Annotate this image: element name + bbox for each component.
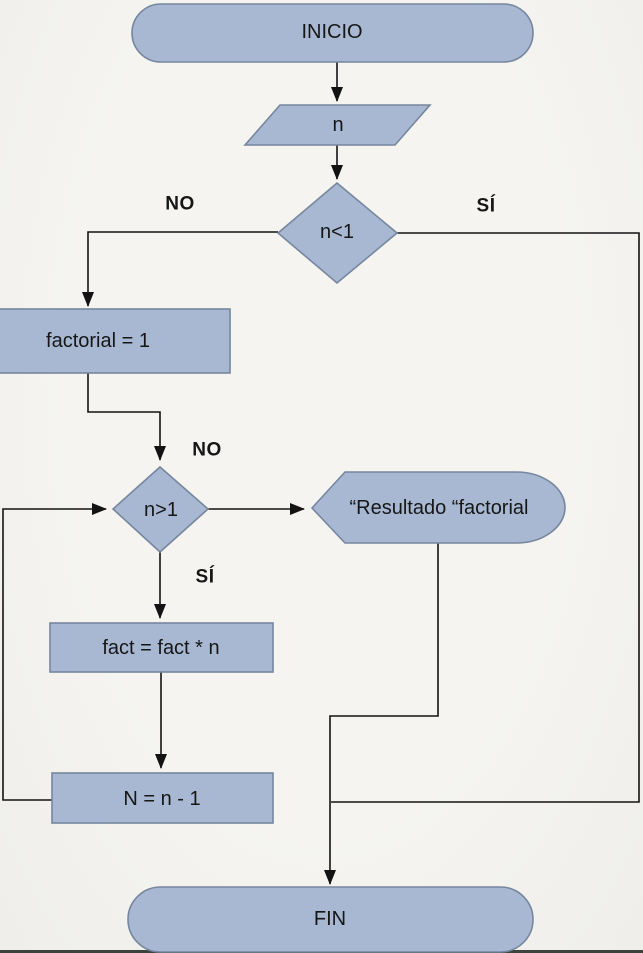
decrement-label: N = n - 1 (123, 788, 201, 810)
init-label: factorial = 1 (46, 330, 150, 352)
branch-label-decision1-no: NO (165, 193, 195, 215)
end-label: FIN (313, 908, 347, 930)
connector-init-to-decision2 (87, 373, 166, 461)
decrement-process-shape (51, 772, 274, 824)
decision1-label: n<1 (320, 221, 354, 243)
input-parallelogram-shape (243, 104, 432, 146)
branch-label-decision2-yes: SÍ (195, 566, 215, 588)
start-label: INICIO (301, 21, 363, 43)
start-terminator-shape (131, 3, 534, 63)
init-process-shape (0, 308, 231, 374)
end-terminator-shape (127, 886, 534, 953)
decision2-label: n>1 (144, 499, 178, 521)
multiply-process-shape (49, 622, 274, 673)
decision1-diamond-shape (276, 181, 399, 285)
display-output-shape (310, 471, 566, 544)
connector-decision1-yes-to-end (331, 232, 640, 803)
connector-decision1-no-to-init (82, 231, 278, 307)
decision2-diamond-shape (111, 465, 210, 554)
multiply-label: fact = fact * n (102, 637, 220, 659)
input-label: n (332, 114, 344, 136)
connector-display-to-end (324, 543, 439, 885)
branch-label-decision2-no: NO (192, 439, 222, 461)
display-label: “Resultado “factorial (349, 497, 529, 519)
connector-decrement-loop-to-decision2 (2, 503, 107, 801)
branch-label-decision1-yes: SÍ (476, 195, 496, 217)
